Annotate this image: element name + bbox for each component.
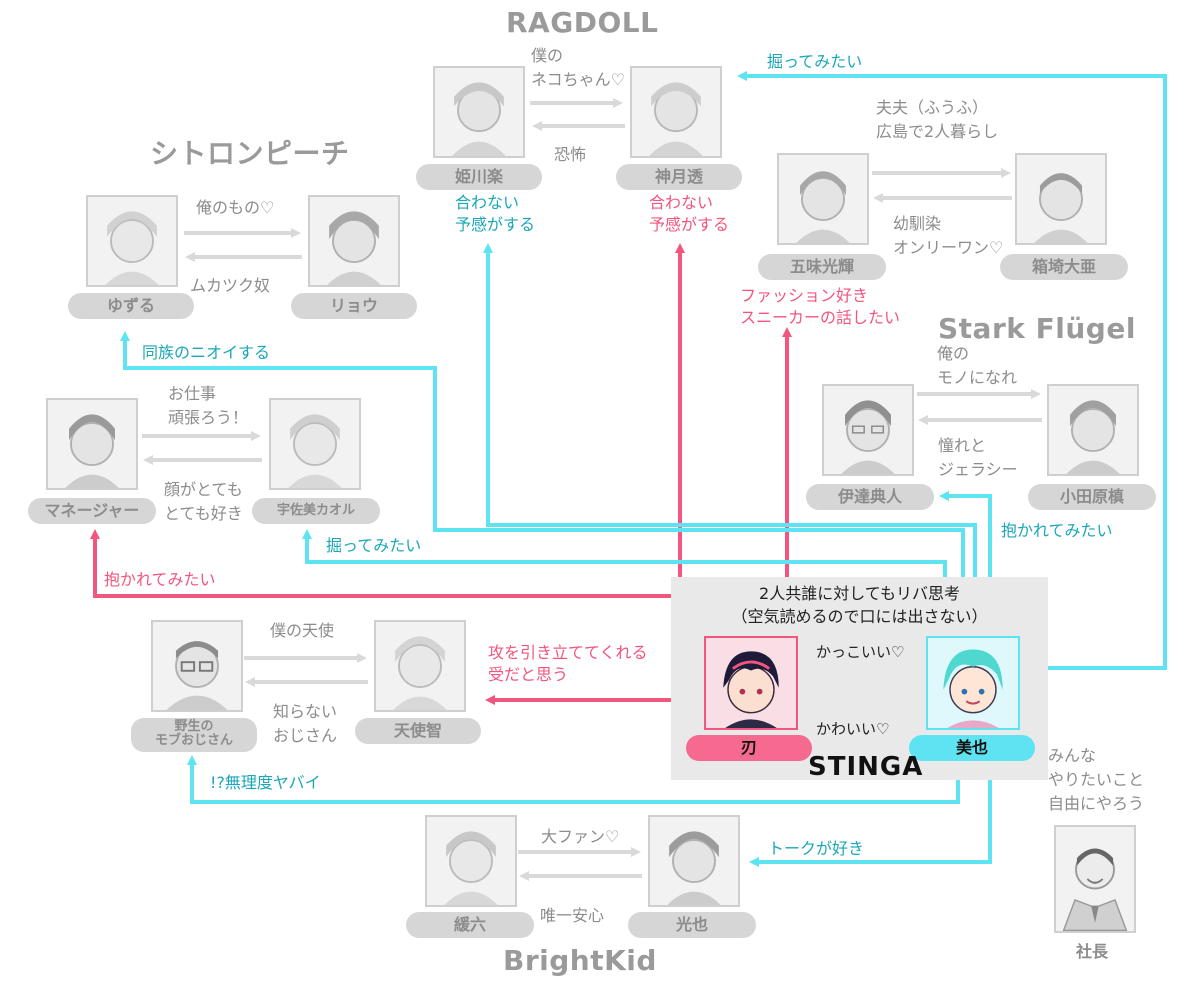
portrait-yasei bbox=[151, 620, 243, 712]
face-sketch-icon bbox=[327, 211, 381, 285]
nameplate-himekawa: 姫川楽 bbox=[416, 164, 542, 190]
label-muriyabai: !?無理度ヤバイ bbox=[210, 773, 321, 792]
portrait-usami bbox=[269, 398, 361, 490]
portrait-date bbox=[822, 384, 914, 476]
portrait-ryo bbox=[308, 195, 400, 287]
stinga-note-line1: 2人共誰に対してもリバ思考 bbox=[759, 584, 960, 603]
note-fufu: 夫夫（ふうふ） 広島で2人暮らし bbox=[876, 98, 999, 141]
label-dakaretemitai-manager: 抱かれてみたい bbox=[104, 570, 216, 589]
face-sketch-icon bbox=[444, 831, 498, 905]
note-tenshi-bottom: 知らない おじさん bbox=[273, 702, 338, 745]
note-bright-bottom: 唯一安心 bbox=[540, 906, 605, 925]
face-sketch-icon bbox=[1062, 848, 1128, 931]
note-work-top: お仕事 頑張ろう！ bbox=[168, 384, 249, 427]
face-sketch-icon bbox=[288, 414, 342, 488]
label-talk: トークが好き bbox=[768, 839, 865, 858]
portrait-yuzuru bbox=[86, 195, 178, 287]
portrait-kamitsuki bbox=[630, 66, 722, 158]
label-awanai-kamitsuki: 合わない 予感がする bbox=[649, 193, 730, 234]
face-sketch-icon bbox=[796, 171, 850, 243]
face-sketch-icon bbox=[667, 831, 721, 905]
nameplate-shacho: 社長 bbox=[1076, 942, 1109, 961]
face-sketch-icon bbox=[841, 400, 895, 474]
note-stark-bottom: 憧れと ジェラシー bbox=[938, 436, 1018, 479]
face-sketch-icon bbox=[65, 414, 119, 488]
nameplate-jin: 刃 bbox=[686, 735, 812, 761]
label-kakkoii: かっこいい♡ bbox=[816, 643, 905, 661]
face-sketch-icon bbox=[1066, 400, 1120, 474]
note-ragdoll-top: 僕の ネコちゃん♡ bbox=[531, 46, 626, 89]
stinga-note-line2: （空気読めるので口には出さない） bbox=[731, 607, 988, 626]
arrow-jin-to-manager bbox=[90, 529, 671, 598]
note-stark-top: 俺の モノになれ bbox=[937, 344, 1018, 387]
label-seme: 攻を引き立ててくれる 受だと思う bbox=[488, 643, 648, 684]
portrait-koya bbox=[648, 815, 740, 907]
arrow-miya-to-koya bbox=[749, 780, 992, 867]
portrait-himekawa bbox=[433, 66, 525, 158]
nameplate-yuzuru: ゆずる bbox=[68, 293, 194, 319]
label-dakaretemitai-date: 抱かれてみたい bbox=[1001, 521, 1113, 540]
label-kawaii: かわいい♡ bbox=[816, 720, 890, 738]
nameplate-date: 伊達典人 bbox=[806, 484, 934, 510]
note-tenshi-top: 僕の天使 bbox=[270, 621, 335, 640]
nameplate-yuroku: 緩六 bbox=[406, 912, 534, 938]
group-title-brightkid: BrightKid bbox=[503, 944, 657, 977]
nameplate-tenshi: 天使智 bbox=[355, 718, 481, 744]
portrait-shacho bbox=[1054, 825, 1136, 933]
face-sketch-icon bbox=[105, 211, 159, 285]
group-title-citron-peach: シトロンピーチ bbox=[150, 137, 350, 170]
note-bright-top: 大ファン♡ bbox=[541, 827, 620, 846]
nameplate-gomi: 五味光輝 bbox=[758, 254, 886, 280]
portrait-hakozaki bbox=[1015, 153, 1107, 245]
note-citron-top: 俺のもの♡ bbox=[196, 198, 275, 217]
note-work-bottom: 顔がとても とても好き bbox=[164, 480, 243, 523]
note-ragdoll-bottom: 恐怖 bbox=[554, 145, 587, 164]
note-osananajimi: 幼馴染 オンリーワン♡ bbox=[893, 214, 1004, 257]
arrow-miya-to-kamitsuki-top bbox=[737, 71, 1167, 670]
nameplate-miya: 美也 bbox=[909, 735, 1035, 761]
arrow-miya-to-date bbox=[939, 491, 992, 577]
group-title-stark-flugel: Stark Flügel bbox=[938, 312, 1136, 345]
portrait-jin bbox=[704, 636, 798, 730]
portrait-miya bbox=[926, 636, 1020, 730]
nameplate-hakozaki: 箱埼大亜 bbox=[1000, 254, 1128, 280]
arrow-miya-to-usami bbox=[302, 529, 947, 577]
group-title-ragdoll: RAGDOLL bbox=[506, 6, 659, 39]
label-awanai-himekawa: 合わない 予感がする bbox=[455, 193, 536, 234]
face-sketch-icon bbox=[393, 636, 447, 710]
unit-name-stinga: STINGA bbox=[808, 752, 924, 782]
label-fashion: ファッション好き スニーカーの話したい bbox=[740, 286, 901, 327]
nameplate-odawara: 小田原槙 bbox=[1028, 484, 1156, 510]
note-shacho: みんな やりたいこと 自由にやろう bbox=[1048, 746, 1145, 813]
face-sketch-icon bbox=[452, 82, 506, 156]
portrait-manager bbox=[46, 398, 138, 490]
nameplate-manager: マネージャー bbox=[28, 498, 156, 524]
arrow-miya-to-yuzuru bbox=[120, 331, 965, 577]
face-color-icon bbox=[706, 638, 796, 728]
nameplate-kamitsuki: 神月透 bbox=[616, 164, 742, 190]
portrait-odawara bbox=[1047, 384, 1139, 476]
portrait-gomi bbox=[777, 153, 869, 245]
arrow-miya-to-himekawa bbox=[483, 243, 977, 577]
label-horitemitai-top: 掘ってみたい bbox=[767, 52, 863, 71]
label-dozoku: 同族のニオイする bbox=[142, 343, 271, 362]
nameplate-yasei: 野生の モブおじさん bbox=[131, 718, 257, 752]
face-sketch-icon bbox=[1034, 173, 1088, 243]
nameplate-usami: 宇佐美カオル bbox=[252, 498, 380, 524]
face-sketch-icon bbox=[166, 641, 228, 710]
portrait-tenshi bbox=[374, 620, 466, 712]
nameplate-ryo: リョウ bbox=[291, 293, 417, 319]
face-sketch-icon bbox=[649, 82, 703, 156]
nameplate-koya: 光也 bbox=[628, 912, 756, 938]
face-color-icon bbox=[928, 638, 1018, 728]
note-citron-bottom: ムカツク奴 bbox=[190, 276, 271, 295]
label-horitemitai-usami: 掘ってみたい bbox=[326, 536, 422, 555]
portrait-yuroku bbox=[425, 815, 517, 907]
arrow-miya-to-yasei bbox=[187, 755, 960, 804]
